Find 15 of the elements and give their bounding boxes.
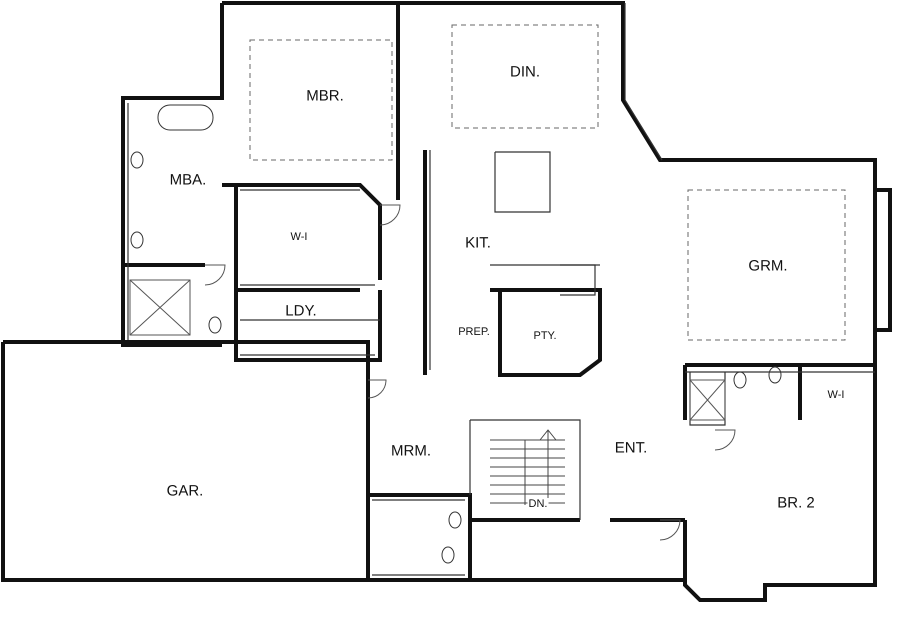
room-label: KIT. xyxy=(465,234,491,252)
room-label: PTY. xyxy=(532,330,558,342)
room-label: MRM. xyxy=(391,442,431,460)
room-label: GAR. xyxy=(166,482,204,500)
stair-label: DN. xyxy=(528,498,548,510)
room-label: BR. 2 xyxy=(777,494,815,512)
room-label: LDY. xyxy=(285,302,317,320)
room-label: MBR. xyxy=(306,88,344,104)
room-label: DIN. xyxy=(510,64,540,80)
room-label: PREP. xyxy=(457,326,491,338)
room-label: W-I xyxy=(826,389,846,401)
room-label: GRM. xyxy=(748,258,788,274)
room-label: W-I xyxy=(290,231,308,243)
room-label: ENT. xyxy=(614,440,648,456)
room-label: MBA. xyxy=(170,172,206,188)
